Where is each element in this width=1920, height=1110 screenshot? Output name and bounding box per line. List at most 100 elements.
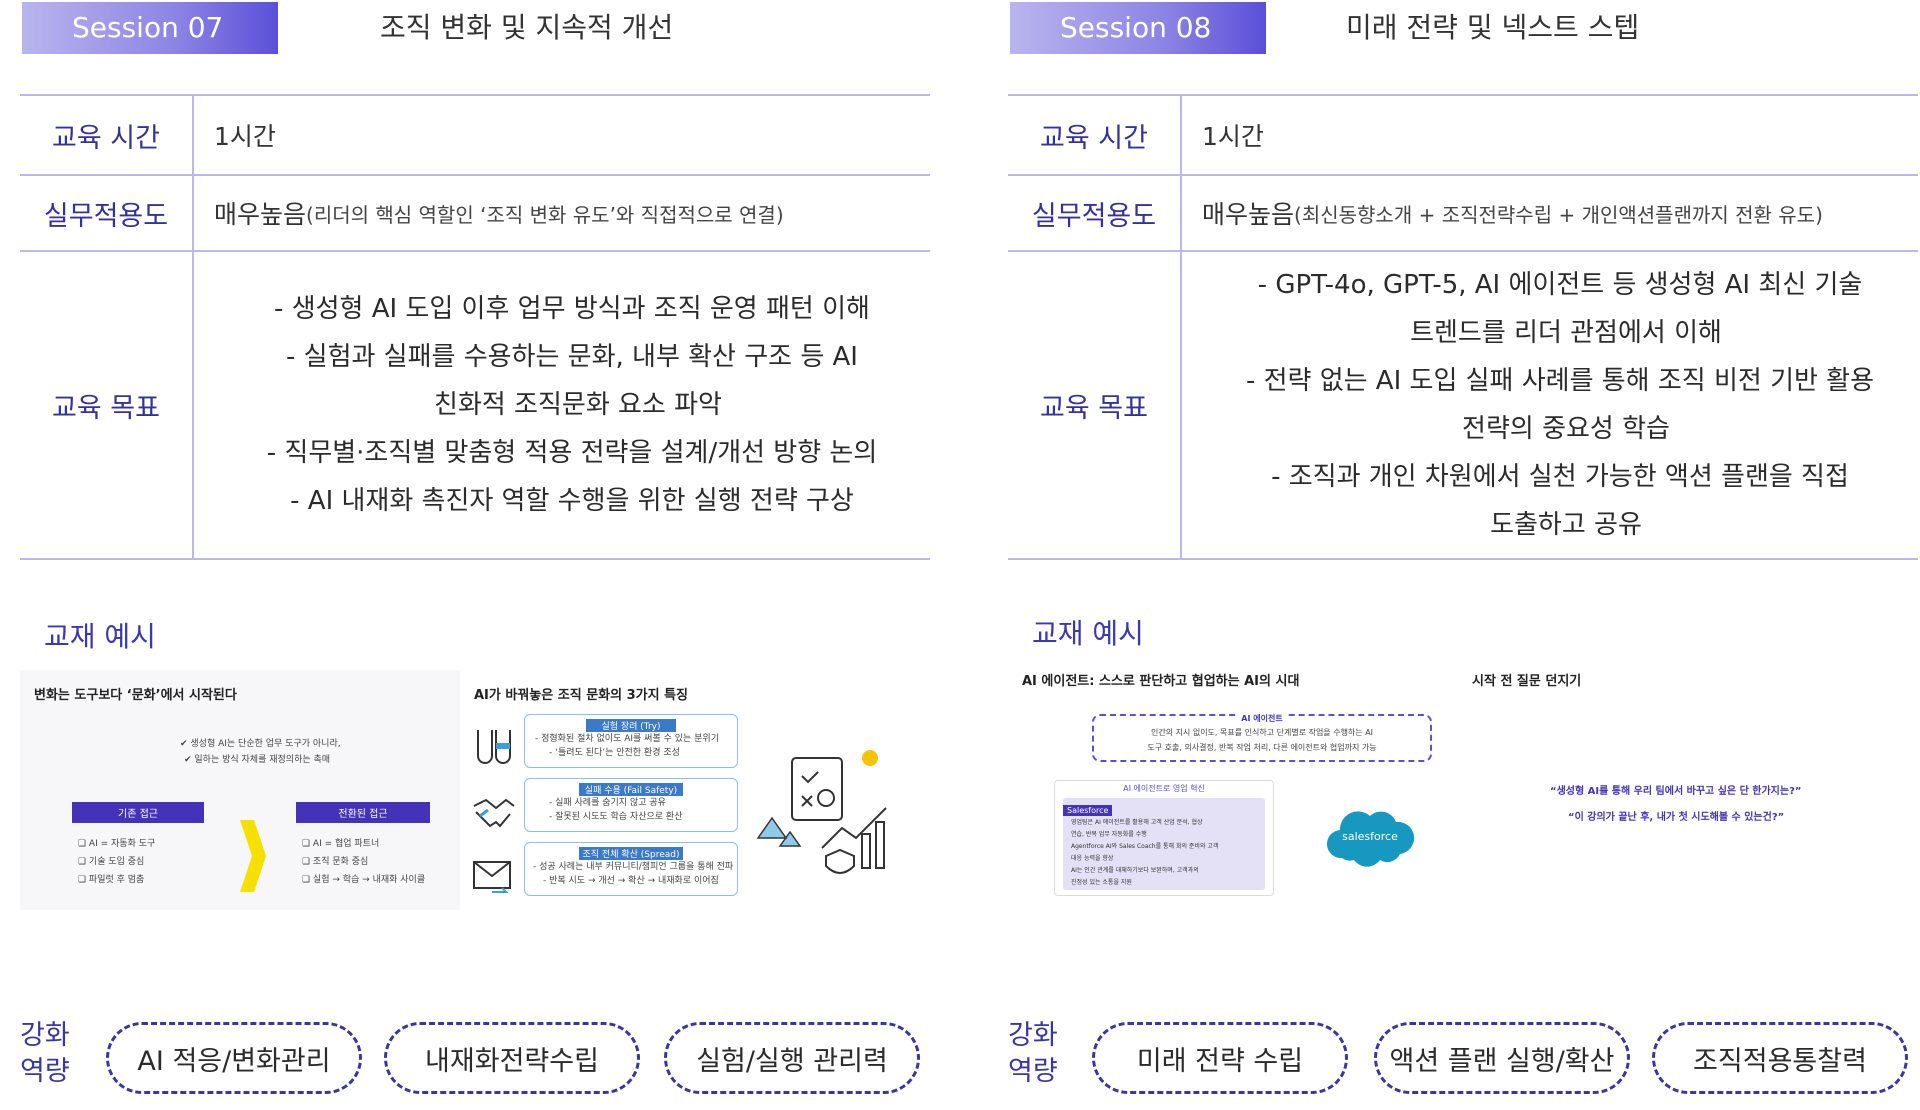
time-value: 1시간 [214, 122, 276, 151]
apply-label: 실무적용도 [20, 176, 194, 250]
goal-line: - 실험과 실패를 수용하는 문화, 내부 확산 구조 등 AI [286, 342, 858, 372]
box-item: ❏ AI = 자동화 도구 [78, 839, 156, 849]
session-07-panel: Session 07 조직 변화 및 지속적 개선 교육 시간 1시간 실무적용… [20, 0, 950, 1110]
feature-box: 실험 장려 (Try) - 정형화된 절차 없이도 AI를 써볼 수 있는 분위… [524, 714, 738, 768]
thumb-title: AI가 바꿔놓은 조직 문화의 3가지 특징 [474, 684, 689, 703]
case-item: 대응 능력을 향상 [1071, 855, 1114, 862]
competency-pill: 액션 플랜 실행/확산 [1374, 1022, 1630, 1094]
goal-line: 도출하고 공유 [1490, 510, 1642, 540]
goal-line: 트렌드를 리더 관점에서 이해 [1410, 318, 1722, 348]
info-table: 교육 시간 1시간 실무적용도 매우높음(최신동향소개 + 조직전략수립 + 개… [1008, 94, 1918, 560]
goal-line: - 생성형 AI 도입 이후 업무 방식과 조직 운영 패턴 이해 [274, 294, 870, 324]
box-head: 기존 접근 [72, 802, 204, 823]
case-content: Salesforce 영업팀은 AI 에이전트를 활용해 고객 산업 분석, 협… [1063, 798, 1265, 890]
agent-line: 도구 호출, 의사결정, 반복 작업 처리, 다른 에이전트와 협업까지 가능 [1147, 743, 1377, 752]
box-item: ❏ 기술 도입 중심 [78, 857, 145, 867]
case-items: 영업팀은 AI 에이전트를 활용해 고객 산업 분석, 협상 연습, 반복 업무… [1063, 817, 1265, 889]
row-goals: 교육 목표 - GPT-4o, GPT-5, AI 에이전트 등 생성형 AI … [1008, 250, 1918, 560]
box-item: ❏ AI = 협업 파트너 [302, 839, 380, 849]
goal-label: 교육 목표 [1008, 252, 1182, 558]
material-heading: 교재 예시 [1032, 617, 1144, 650]
feature-line: - 실패 사례를 숨기지 않고 공유 [549, 798, 666, 808]
session-title: 미래 전략 및 넥스트 스텝 [1346, 11, 1640, 44]
feature-box: 조직 전체 확산 (Spread) - 성공 사례는 내부 커뮤니티/챔피언 그… [524, 842, 738, 896]
new-approach-box: 전환된 접근 ❏ AI = 협업 파트너 ❏ 조직 문화 중심 ❏ 실험 → 학… [296, 802, 430, 889]
box-item: ❏ 조직 문화 중심 [302, 857, 369, 867]
goal-list: - 생성형 AI 도입 이후 업무 방식과 조직 운영 패턴 이해 - 실험과 … [194, 252, 930, 558]
time-label: 교육 시간 [1008, 96, 1182, 174]
competency-label-line: 역량 [20, 1056, 70, 1087]
box-item: ❏ 실험 → 학습 → 내재화 사이클 [302, 875, 426, 885]
time-label: 교육 시간 [20, 96, 194, 174]
material-thumbnail-questions: 시작 전 질문 던지기 “생성형 AI를 통해 우리 팀에서 바꾸고 싶은 단 … [1458, 670, 1918, 910]
feature-head: 실험 장려 (Try) [586, 719, 676, 732]
material-thumbnail-agent: AI 에이전트: 스스로 판단하고 협업하는 AI의 시대 AI 에이전트 인간… [1008, 670, 1454, 910]
feature-line: - 성공 사례는 내부 커뮤니티/챔피언 그룹을 통해 전파 [533, 862, 734, 872]
feature-line: - ‘틀려도 된다’는 안전한 환경 조성 [549, 748, 680, 758]
case-item: 연습, 반복 업무 자동화를 수행 [1071, 831, 1147, 838]
case-item: Agentforce AI와 Sales Coach를 통해 회의 준비와 고객 [1071, 843, 1219, 850]
competency-pill: 미래 전략 수립 [1092, 1022, 1348, 1094]
check-line: ✔ 생성형 AI는 단순한 업무 도구가 아니라, [180, 739, 341, 749]
test-tube-icon [477, 730, 511, 764]
apply-value: 매우높음 [1202, 200, 1295, 229]
culture-illustration-icon [756, 750, 887, 874]
apply-label: 실무적용도 [1008, 176, 1182, 250]
goal-line: 전략의 중요성 학습 [1462, 414, 1670, 444]
competency-label-line: 강화 [20, 1020, 70, 1051]
goal-line: - 전략 없는 AI 도입 실패 사례를 통해 조직 비전 기반 활용 [1245, 366, 1875, 396]
check-line: ✔ 일하는 방식 자체를 재정의하는 촉매 [184, 755, 331, 765]
material-thumbnail-features: 시작 전 질문 던지기 AI가 바꿔놓은 조직 문화의 3가지 특징 실험 장려… [464, 670, 930, 910]
thumb-title: 변화는 도구보다 ‘문화’에서 시작된다 [34, 688, 237, 703]
feature-head: 실패 수용 (Fail Safety) [579, 783, 683, 796]
goal-list: - GPT-4o, GPT-5, AI 에이전트 등 생성형 AI 최신 기술 … [1182, 252, 1918, 558]
competency-pill: 조직적용통찰력 [1652, 1022, 1908, 1094]
time-value: 1시간 [1202, 122, 1264, 151]
session-tag: Session 08 [1010, 2, 1266, 54]
feature-box: 실패 수용 (Fail Safety) - 실패 사례를 숨기지 않고 공유 -… [524, 778, 738, 832]
competency-label-line: 강화 [1008, 1020, 1058, 1051]
goal-line: 친화적 조직문화 요소 파악 [434, 390, 722, 420]
competency-pill: 실험/실행 관리력 [664, 1022, 920, 1094]
apply-note: (리더의 핵심 역할인 ‘조직 변화 유도’와 직접적으로 연결) [306, 202, 784, 227]
apply-note: (최신동향소개 + 조직전략수립 + 개인액션플랜까지 전환 유도) [1294, 202, 1823, 227]
case-brand: Salesforce [1063, 805, 1113, 816]
legacy-approach-box: 기존 접근 ❏ AI = 자동화 도구 ❏ 기술 도입 중심 ❏ 파일럿 후 멈… [72, 802, 204, 889]
case-item: AI는 인간 관계를 대체하기보다 보완하며, 고객과의 [1071, 867, 1199, 874]
case-item: 진정성 있는 소통을 지원 [1071, 879, 1132, 886]
goal-line: - GPT-4o, GPT-5, AI 에이전트 등 생성형 AI 최신 기술 [1257, 270, 1863, 300]
goal-label: 교육 목표 [20, 252, 194, 558]
handshake-icon [473, 798, 515, 828]
agent-head: AI 에이전트 [1237, 713, 1287, 724]
competency-label-line: 역량 [1008, 1056, 1058, 1087]
salesforce-logo-text: salesforce [1342, 830, 1398, 843]
material-thumbnail-culture: 변화는 도구보다 ‘문화’에서 시작된다 ✔ 생성형 AI는 단순한 업무 도구… [20, 670, 460, 910]
feature-head: 조직 전체 확산 (Spread) [579, 847, 683, 860]
row-time: 교육 시간 1시간 [1008, 94, 1918, 174]
case-head: AI 에이전트로 영업 혁신 [1123, 784, 1205, 793]
apply-value-cell: 매우높음(리더의 핵심 역할인 ‘조직 변화 유도’와 직접적으로 연결) [194, 176, 930, 250]
case-item: 영업팀은 AI 에이전트를 활용해 고객 산업 분석, 협상 [1071, 819, 1203, 826]
session-title: 조직 변화 및 지속적 개선 [380, 11, 674, 44]
question-line: “이 강의가 끝난 후, 내가 첫 시도해볼 수 있는건?” [1568, 812, 1785, 823]
competency-pill: 내재화전략수립 [384, 1022, 640, 1094]
salesforce-logo-icon [1326, 811, 1415, 867]
info-table: 교육 시간 1시간 실무적용도 매우높음(리더의 핵심 역할인 ‘조직 변화 유… [20, 94, 930, 560]
row-apply: 실무적용도 매우높음(최신동향소개 + 조직전략수립 + 개인액션플랜까지 전환… [1008, 174, 1918, 250]
session-08-panel: Session 08 미래 전략 및 넥스트 스텝 교육 시간 1시간 실무적용… [1008, 0, 1920, 1110]
session-tag: Session 07 [22, 2, 278, 54]
row-goals: 교육 목표 - 생성형 AI 도입 이후 업무 방식과 조직 운영 패턴 이해 … [20, 250, 930, 560]
agent-line: 인간의 지시 없이도, 목표를 인식하고 단계별로 작업을 수행하는 AI [1150, 728, 1374, 737]
feature-line: - 잘못된 시도도 학습 자산으로 환산 [549, 812, 683, 822]
case-box: AI 에이전트로 영업 혁신 Salesforce 영업팀은 AI 에이전트를 … [1054, 780, 1274, 896]
feature-line: - 반복 시도 → 개선 → 확산 → 내재화로 이어짐 [543, 876, 719, 886]
row-apply: 실무적용도 매우높음(리더의 핵심 역할인 ‘조직 변화 유도’와 직접적으로 … [20, 174, 930, 250]
mail-icon [473, 861, 511, 893]
thumb-title: 시작 전 질문 던지기 [1472, 674, 1582, 689]
agent-definition-box: AI 에이전트 인간의 지시 없이도, 목표를 인식하고 단계별로 작업을 수행… [1092, 713, 1432, 762]
apply-value-cell: 매우높음(최신동향소개 + 조직전략수립 + 개인액션플랜까지 전환 유도) [1182, 176, 1918, 250]
apply-value: 매우높음 [214, 200, 307, 229]
question-line: “생성형 AI를 통해 우리 팀에서 바꾸고 싶은 단 한가지는?” [1550, 786, 1802, 797]
feature-line: - 정형화된 절차 없이도 AI를 써볼 수 있는 분위기 [535, 734, 719, 744]
row-time: 교육 시간 1시간 [20, 94, 930, 174]
